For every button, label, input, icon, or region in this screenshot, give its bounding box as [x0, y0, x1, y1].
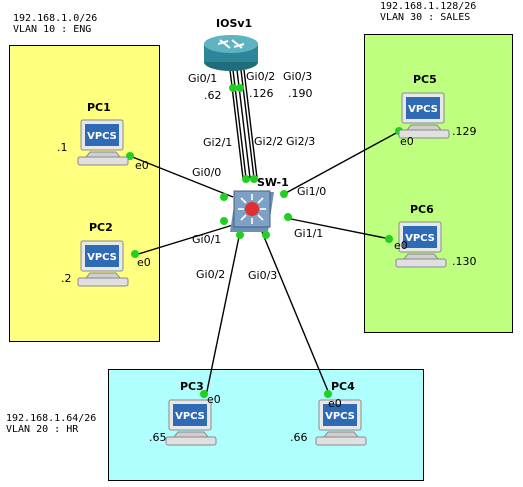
switch-name: SW-1 — [257, 176, 289, 189]
pc5-screen-label: VPCS — [408, 104, 438, 115]
pc5-name: PC5 — [413, 73, 437, 86]
pc1-iface: e0 — [135, 159, 149, 172]
switch-port-gi22: Gi2/2 — [254, 135, 284, 148]
pc3-screen-label: VPCS — [175, 411, 205, 422]
link-router-switch-3b — [243, 69, 258, 179]
eng-vlan: VLAN 10 : ENG — [13, 24, 92, 35]
port-dot-sw-g00 — [220, 193, 228, 201]
port-dot-pc4 — [324, 390, 332, 398]
port-dot-sw-g10 — [280, 190, 288, 198]
eng-subnet: 192.168.1.0/26 — [13, 13, 98, 24]
port-dot-sw-g02 — [236, 231, 244, 239]
pc4-name: PC4 — [331, 380, 355, 393]
switch-port-gi23: Gi2/3 — [286, 135, 316, 148]
router-ip-p2: .126 — [249, 87, 274, 100]
router-name: IOSv1 — [216, 17, 253, 30]
pc3-icon[interactable]: VPCS — [164, 397, 226, 455]
port-dot-pc1 — [126, 152, 134, 160]
port-dot-sw-up-2 — [250, 175, 258, 183]
switch-port-gi03: Gi0/3 — [248, 269, 278, 282]
pc6-iface: e0 — [394, 239, 408, 252]
pc5-icon[interactable]: VPCS — [397, 90, 459, 148]
switch-icon[interactable] — [230, 190, 274, 232]
pc1-ip: .1 — [57, 141, 68, 154]
pc4-iface: e0 — [328, 397, 342, 410]
port-dot-router-2 — [236, 84, 244, 92]
port-dot-sw-g03 — [262, 231, 270, 239]
pc3-ip: .65 — [149, 431, 167, 444]
router-ip-p3: .190 — [288, 87, 313, 100]
port-dot-sw-g01 — [220, 217, 228, 225]
link-sw-pc3 — [205, 231, 241, 397]
switch-port-gi11: Gi1/1 — [294, 227, 324, 240]
pc5-ip: .129 — [452, 125, 477, 138]
hr-vlan: VLAN 20 : HR — [6, 424, 79, 435]
pc2-name: PC2 — [89, 221, 113, 234]
pc6-name: PC6 — [410, 203, 434, 216]
port-dot-pc6 — [385, 235, 393, 243]
port-dot-router-1 — [229, 84, 237, 92]
pc6-icon[interactable]: VPCS — [394, 219, 456, 277]
router-port-gi01: Gi0/1 — [188, 72, 218, 85]
link-sw-pc2 — [134, 224, 234, 256]
port-dot-pc2 — [131, 250, 139, 258]
pc4-ip: .66 — [290, 431, 308, 444]
pc2-screen-label: VPCS — [87, 252, 117, 263]
switch-port-gi02: Gi0/2 — [196, 268, 226, 281]
port-dot-sw-up-1 — [242, 175, 250, 183]
pc4-screen-label: VPCS — [325, 411, 355, 422]
sales-area — [364, 34, 513, 333]
pc6-ip: .130 — [452, 255, 477, 268]
switch-port-gi01: Gi0/1 — [192, 233, 222, 246]
pc1-name: PC1 — [87, 101, 111, 114]
hr-subnet: 192.168.1.64/26 — [6, 413, 97, 424]
hr-area — [108, 369, 424, 481]
link-sw-pc5 — [283, 131, 399, 195]
pc2-iface: e0 — [137, 256, 151, 269]
switch-port-gi10: Gi1/0 — [297, 185, 327, 198]
pc2-ip: .2 — [61, 272, 72, 285]
pc1-screen-label: VPCS — [87, 131, 117, 142]
port-dot-sw-g11 — [284, 213, 292, 221]
router-port-gi03: Gi0/3 — [283, 70, 313, 83]
sales-subnet: 192.168.1.128/26 — [380, 1, 477, 12]
port-dot-pc3 — [200, 390, 208, 398]
link-sw-pc6 — [285, 217, 391, 240]
switch-port-gi21: Gi2/1 — [203, 136, 233, 149]
pc2-icon[interactable]: VPCS — [76, 238, 138, 296]
router-ip-p1: .62 — [204, 89, 222, 102]
pc3-name: PC3 — [180, 380, 204, 393]
pc5-iface: e0 — [400, 135, 414, 148]
router-icon[interactable] — [204, 35, 258, 71]
pc6-screen-label: VPCS — [405, 233, 435, 244]
pc1-icon[interactable]: VPCS — [76, 117, 138, 175]
eng-area — [9, 45, 160, 342]
link-sw-pc1 — [129, 155, 234, 198]
sales-vlan: VLAN 30 : SALES — [380, 12, 471, 23]
router-port-gi02: Gi0/2 — [246, 70, 276, 83]
switch-port-gi00: Gi0/0 — [192, 166, 222, 179]
pc3-iface: e0 — [207, 393, 221, 406]
link-sw-pc4 — [261, 231, 331, 397]
pc4-icon[interactable]: VPCS — [314, 397, 376, 455]
